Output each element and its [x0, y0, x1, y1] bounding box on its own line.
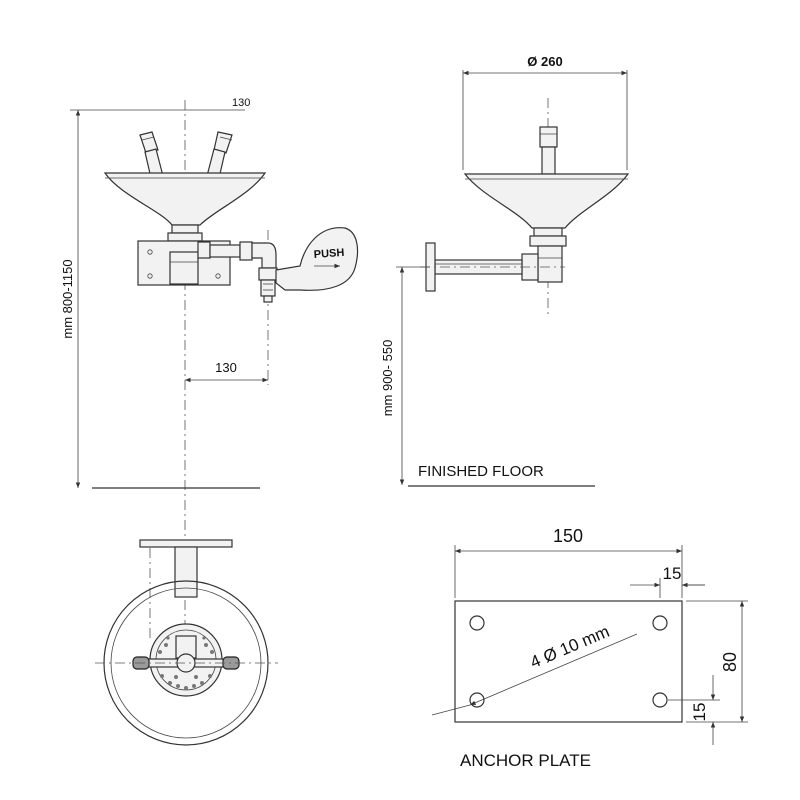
plate-height-label: 80: [720, 652, 740, 672]
right-spray-nozzle: [206, 131, 233, 179]
front-view: PUSH 130 mm 800-1150 130: [60, 97, 359, 660]
bowl: [103, 172, 267, 226]
push-label: PUSH: [313, 247, 344, 261]
anchor-hole-top-right: [652, 615, 668, 631]
push-handle: [275, 227, 359, 291]
side-view: Ø 260 mm 900- 550 FINISHED FLOOR: [380, 54, 630, 487]
side-bowl: [463, 173, 630, 229]
left-spray-nozzle: [139, 131, 164, 179]
anchor-hole-bottom-left: [469, 692, 485, 708]
anchor-hole-bottom-right: [652, 692, 668, 708]
offset-dimension: 130: [215, 360, 237, 375]
anchor-plate-view: 4 Ø 10 mm 150 15 80 15 ANCHOR PLATE: [431, 526, 748, 770]
hole-offset-y-label: 15: [690, 703, 709, 722]
floor-height-label: mm 900- 550: [380, 340, 395, 417]
anchor-plate: [454, 600, 683, 723]
top-view: [95, 539, 278, 746]
anchor-plate-caption: ANCHOR PLATE: [460, 751, 591, 770]
diameter-label: Ø 260: [527, 54, 562, 69]
dim-130-top: 130: [232, 97, 250, 109]
finished-floor-label: FINISHED FLOOR: [418, 463, 544, 480]
anchor-hole-top-left: [469, 615, 485, 631]
plate-width-label: 150: [553, 526, 583, 546]
hole-offset-x-label: 15: [663, 564, 682, 583]
holes-label: 4 Ø 10 mm: [527, 622, 612, 672]
height-range-label: mm 800-1150: [60, 259, 75, 338]
